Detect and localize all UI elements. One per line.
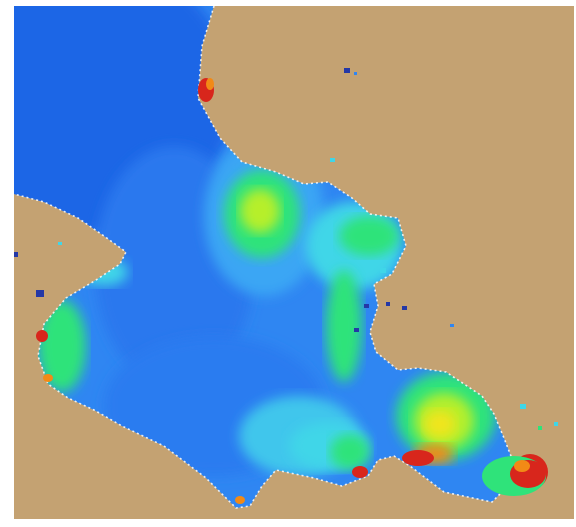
satellite-map-frame: [14, 6, 574, 519]
inland-specks: [14, 68, 558, 430]
coastline: [14, 6, 515, 509]
eastern-lagoon-island: [482, 456, 546, 496]
chlorophyll-map: [14, 6, 574, 519]
